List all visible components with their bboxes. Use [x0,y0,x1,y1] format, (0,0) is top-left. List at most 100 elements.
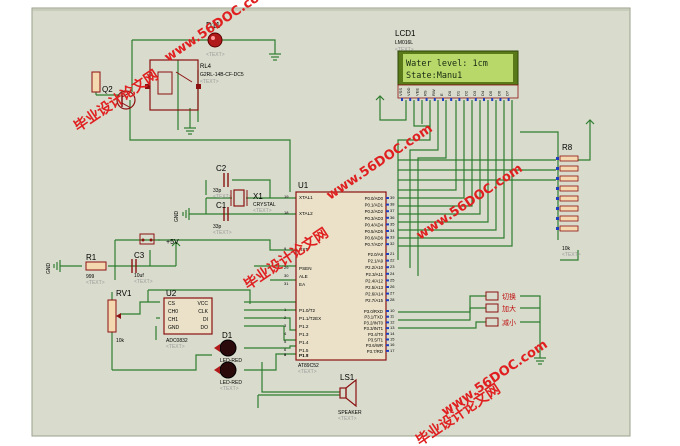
d2-model: LED-RED [220,380,242,386]
u2-placeholder: <TEXT> [166,344,185,350]
transistor-q2[interactable]: Q2 [102,85,136,110]
lcd-model: LM016L [395,40,413,46]
u1-pin-number: 7 [284,352,287,357]
u1-pin-right: P3.2/INT0 [364,320,384,325]
lcd-pin-marker [499,98,502,101]
u1-pin-marker [386,310,389,312]
u1-pin-marker [386,236,389,239]
r8-pin-marker [556,187,559,190]
rv1-ref: RV1 [116,289,132,298]
resistor-r1[interactable] [85,261,107,271]
relay-rl4[interactable]: RL4 G2RL-14B-CF-DC5 <TEXT> [145,59,244,111]
c1-placeholder: <TEXT> [213,230,232,236]
lcd-line2: State:Manu1 [406,71,462,81]
d1-model: LED-RED [220,358,242,364]
u1-pin-left: P1.4 [299,340,309,345]
capacitor-c1[interactable] [223,207,229,221]
rv1-value: 10k [116,338,125,344]
r8-pin-marker [556,197,559,200]
u1-pin-right: P3.1/TXD [364,315,383,320]
ls1-ref: LS1 [340,373,355,382]
u1-pin-right: P2.6/A14 [365,292,383,297]
u1-pin-number: 32 [390,241,395,246]
u1-pin-left: P1.7 [299,353,309,358]
u1-pin-right: P2.3/A11 [366,272,384,277]
r8-resistor [559,215,579,222]
u1-pin-left: P1.1/T2EX [299,316,321,321]
lcd-pin-d4: D4 [480,90,485,96]
u1-pin-number: 33 [390,235,395,240]
power-arrow-lcd [375,95,385,101]
speaker-ls1[interactable] [339,378,357,408]
c3-ref: C3 [134,251,145,260]
u1-pin-number: 4 [284,331,287,336]
lcd-pin-marker [425,98,428,101]
r8-value: 10k [562,246,571,252]
capacitor-c2[interactable] [223,173,229,187]
lcd-pin-marker [433,98,436,101]
lcd-pin-d7: D7 [505,90,510,96]
crystal-x1[interactable] [230,189,248,207]
u1-pin-marker [386,292,389,295]
u1-pin-right: P3.5/T1 [368,338,384,343]
u1-pin-number: 23 [390,264,395,269]
led-d1[interactable] [214,339,237,357]
r8-pin-marker [556,157,559,160]
ls1-model: SPEAKER [338,410,362,416]
resistor-near-q2[interactable] [91,71,101,93]
u1-pin-number: 8 [284,352,287,357]
u1-pin-right: P0.5/AD5 [365,229,384,234]
u1-pin-number: 31 [284,281,289,286]
r8-pin-marker [556,167,559,170]
x1-value: CRYSTAL [253,202,276,208]
ls1-placeholder: <TEXT> [338,416,357,422]
c1-ref: C1 [216,201,227,210]
lcd-pin-e: E [439,93,444,96]
c3-value: 10uf [134,273,144,279]
led-d2[interactable] [214,361,237,379]
capacitor-c3[interactable] [131,259,137,273]
u1-pin-marker [386,279,389,282]
u1-pin-right: P3.6/WR [366,343,383,348]
q2-ref: Q2 [102,85,113,94]
r8-pin-marker [556,207,559,210]
lcd-lm016l[interactable]: LCD1 LM016L <TEXT> Water level: 1cm Stat… [395,29,519,101]
u1-pin-marker [386,321,389,324]
key-decrease[interactable]: 减小 [485,317,516,327]
u1-pin-number: 1 [284,307,287,312]
r8-resistor [559,195,579,202]
u2-pin-vcc: VCC [197,301,208,307]
x1-ref: X1 [253,192,263,201]
reset-button[interactable] [139,233,155,245]
lcd-pin-marker [401,98,403,101]
u1-pin-number: 37 [390,208,395,213]
relay-ref: RL4 [200,64,212,70]
mcu-at89c52-u1[interactable]: U1 XTAL119XTAL218RST9PSEN29ALE30EA31P1.0… [284,181,395,375]
u1-pin-marker [386,266,389,269]
u1-pin-number: 36 [390,215,395,220]
key-switch[interactable]: 切换 [485,291,516,301]
gnd-symbol-relay [184,127,196,135]
u1-pin-number: 30 [284,273,289,278]
u1-pin-right: P0.7/AD7 [365,242,384,247]
u1-pin-marker [386,286,389,288]
u1-pin-number: 19 [284,194,289,199]
u1-pin-marker [386,272,389,275]
x1-placeholder: <TEXT> [253,208,272,214]
u1-pin-number: 21 [390,251,395,256]
lcd-pin-rw: RW [431,89,436,96]
lcd-pin-d0: D0 [447,90,452,96]
u1-pin-left: P1.3 [299,332,309,337]
led-d11[interactable]: D11 <TEXT> [206,21,225,58]
lcd-ref: LCD1 [395,29,416,38]
u2-pin-cs: CS [168,301,176,307]
u2-pin-ch1: CH1 [168,317,178,323]
resistor-pack-r8[interactable]: R8 10k <TEXT> [556,143,581,258]
u2-pin-ch0: CH0 [168,309,178,315]
u1-pin-number: 16 [390,342,395,347]
potentiometer-rv1[interactable] [107,299,121,333]
u1-pin-right: P3.3/INT1 [364,326,384,331]
key-increase[interactable]: 加大 [485,303,516,313]
u1-pin-number: 25 [390,277,395,282]
